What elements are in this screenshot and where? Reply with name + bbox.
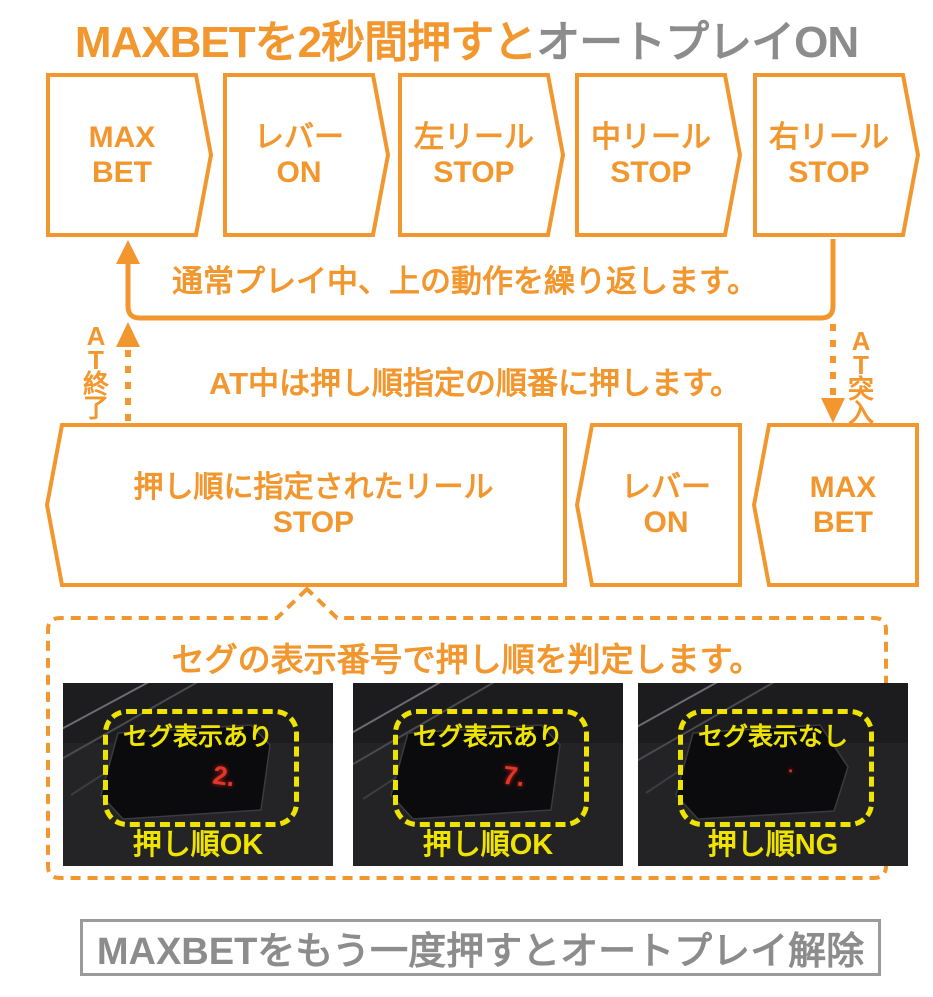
autoplay-cancel-note: MAXBETをもう一度押すとオートプレイ解除 — [80, 919, 881, 976]
page-title: MAXBETを2秒間押すとオートプレイON — [0, 6, 933, 70]
seg-photo-display-off: セグ表示なし · 押し順NG — [638, 683, 908, 866]
title-highlight: MAXBETを2秒間押すと — [74, 18, 537, 67]
normal-play-caption: 通常プレイ中、上の動作を繰り返します。 — [172, 264, 758, 299]
chevron-right-shape — [223, 73, 390, 237]
at-end-arrowhead — [116, 322, 140, 347]
seg-photo-display-on-1: セグ表示あり 2. 押し順OK — [63, 683, 333, 866]
at-mode-caption: AT中は押し順指定の順番に押します。 — [209, 366, 741, 401]
seg-status-label: セグ表示なし — [697, 723, 848, 751]
chevron-right-shape — [46, 73, 213, 237]
push-order-result-label: 押し順OK — [422, 829, 554, 861]
chevron-left-shape — [45, 423, 567, 587]
chevron-right-shape — [753, 73, 920, 237]
repeat-loop-arrowhead — [116, 240, 140, 264]
chevron-left-shape — [752, 423, 919, 587]
chevron-right-shape — [398, 73, 565, 237]
chevron-right-shape — [575, 73, 742, 237]
seg-status-label: セグ表示あり — [122, 723, 273, 751]
push-order-result-label: 押し順NG — [707, 829, 839, 861]
seg-highlight-frame — [678, 709, 874, 827]
seg-digit-readout: 7. — [501, 759, 527, 793]
seg-highlight-frame — [103, 709, 299, 827]
seg-status-label: セグ表示あり — [412, 723, 563, 751]
seg-photo-display-on-2: セグ表示あり 7. 押し順OK — [353, 683, 623, 866]
title-suffix: オートプレイON — [536, 18, 859, 67]
seg-digit-readout: 2. — [211, 759, 237, 793]
seg-panel-heading: セグの表示番号で押し順を判定します。 — [171, 641, 763, 678]
seg-highlight-frame — [393, 709, 589, 827]
push-order-result-label: 押し順OK — [132, 829, 264, 861]
chevron-left-shape — [575, 423, 742, 587]
at-enter-arrowhead — [821, 398, 845, 423]
